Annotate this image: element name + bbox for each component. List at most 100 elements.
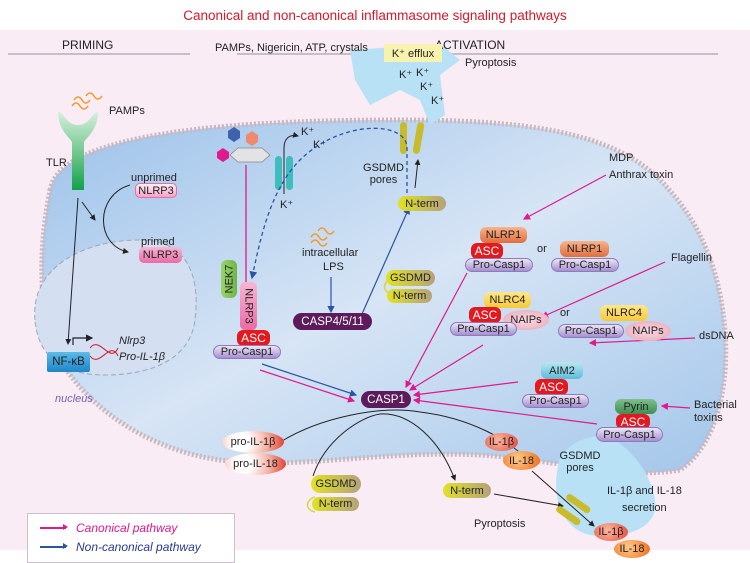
pyrin-procasp1: Pro-Casp1 (596, 427, 663, 442)
gsdmd-pore-top-icon (400, 122, 425, 154)
nlrc4-b: NLRC4 (600, 305, 648, 321)
nlrc4-a-asc: ASC (469, 307, 501, 323)
or-label-1: or (537, 243, 547, 255)
nlrp3-to-casp1-pink-arrow (259, 369, 356, 403)
pyroptosis-top-label: Pyroptosis (465, 57, 517, 69)
gene-pro-il1b: Pro-IL-1β (119, 351, 166, 363)
nterm-top: N-term (398, 196, 446, 211)
gsdmd-cleavage-arrow (312, 413, 457, 481)
lps-line2: LPS (323, 261, 344, 273)
nlrp1-b-procasp1: Pro-Casp1 (551, 258, 619, 272)
efflux-k-2: K⁺ (416, 67, 430, 79)
nterm-to-pore-low-arrow (493, 493, 564, 509)
flagellin-label: Flagellin (671, 252, 712, 264)
transcription-arrow (72, 334, 94, 345)
primed-nlrp3: NLRP3 (139, 247, 182, 263)
dsdna-label: dsDNA (699, 330, 734, 342)
nucleus-shape (34, 239, 197, 376)
aim2-procasp1: Pro-Casp1 (522, 394, 589, 408)
nterm-low: N-term (443, 483, 491, 498)
nterm-to-pore-arrow (414, 159, 421, 189)
k-efflux-box: K⁺ efflux (384, 44, 442, 62)
bacterial-toxins-arrow (660, 402, 691, 411)
efflux-k-4: K⁺ (431, 95, 445, 107)
pyrin-box: Pyrin (615, 399, 657, 414)
flagellin-arrow (540, 261, 666, 318)
nlrp3-asc: ASC (237, 330, 270, 346)
activation-header: ACTIVATION (435, 38, 506, 52)
nlrp1-a-asc: ASC (471, 243, 503, 259)
nlrc4-to-casp1-arrow (408, 344, 484, 391)
nlrc4-b-naips: NAIPs (625, 321, 671, 341)
nlrp3-box: NLRP3 (240, 282, 257, 330)
toxins-label: toxins (694, 412, 723, 424)
pyrin-to-casp1-arrow (412, 397, 598, 425)
gene-nlrp3: Nlrp3 (119, 335, 146, 347)
nek7-label: NEK7 (223, 264, 235, 294)
gsdmd-low-connector (306, 496, 316, 513)
non-canonical-arrow-icon (40, 544, 68, 549)
nlrp1-a: NLRP1 (480, 227, 527, 243)
k-efflux-arrow (283, 131, 299, 194)
tlr-to-nfkb-arrow (65, 197, 79, 345)
gsdmd-mid: GSDMD (386, 270, 435, 286)
tlr-label: TLR (46, 157, 67, 169)
nek7-box: NEK7 (221, 260, 237, 298)
nlrp1-a-procasp1: Pro-Casp1 (465, 258, 533, 272)
unprimed-nlrp3: NLRP3 (135, 183, 177, 198)
legend-canonical: Canonical pathway (40, 521, 177, 535)
nterm-low-paired: N-term (312, 497, 359, 511)
anthrax-toxin-label: Anthrax toxin (609, 169, 674, 181)
nlrc4-b-procasp1: Pro-Casp1 (558, 324, 624, 338)
nterm-mid: N-term (387, 289, 432, 303)
legend-non-canonical-label: Non-canonical pathway (76, 540, 201, 554)
lps-squiggle-icon (310, 227, 335, 247)
canonical-arrow-icon (40, 525, 68, 530)
secretion-line2: secretion (622, 502, 667, 514)
pamps-label: PAMPs (109, 105, 145, 117)
stimuli-label: PAMPs, Nigericin, ATP, crystals (215, 42, 368, 54)
nfkb-box: NF-κB (47, 352, 90, 372)
priming-arrow (103, 184, 131, 254)
gsdmd-pore-low-icon (556, 494, 591, 526)
nlrp3-procasp1: Pro-Casp1 (213, 345, 281, 359)
crystal-icons (217, 127, 271, 163)
primed-label: primed (141, 236, 175, 248)
figure-title: Canonical and non-canonical inflammasome… (183, 8, 567, 23)
diagram-canvas: PRIMING ACTIVATION PAMPs TLR unprimed NL… (0, 30, 750, 563)
legend-non-canonical: Non-canonical pathway (40, 540, 201, 554)
unprimed-label: unprimed (131, 172, 177, 184)
k-efflux-to-nlrp3-arrow (249, 127, 408, 280)
pro-il18: pro-IL-18 (225, 453, 286, 475)
priming-header: PRIMING (62, 38, 114, 52)
efflux-k-3: K⁺ (420, 81, 434, 93)
pamps-squiggle-icon (71, 92, 103, 110)
mdp-arrow (522, 174, 607, 220)
aim2-asc: ASC (535, 379, 568, 395)
gsdmd-pores-low-label: GSDMD pores (559, 450, 601, 474)
nlrc4-a-procasp1: Pro-Casp1 (450, 322, 517, 336)
gsdmd-low: GSDMD (311, 475, 361, 493)
casp4-5-11: CASP4/5/11 (293, 313, 372, 330)
k-ion-1: K⁺ (301, 126, 315, 138)
il18-mature: IL-18 (503, 451, 540, 470)
legend-canonical-label: Canonical pathway (76, 521, 178, 535)
nucleus-label: nucleus (55, 393, 93, 405)
nlrp1-to-casp1-arrow (405, 272, 468, 389)
nlrp1-b: NLRP1 (560, 241, 609, 257)
il18-secreted: IL-18 (614, 540, 650, 558)
secretion-line1: IL-1β and IL-18 (607, 485, 682, 497)
aim2-box: AIM2 (541, 362, 583, 379)
casp4-to-nterm-arrow (361, 206, 410, 315)
efflux-k-1: K⁺ (399, 69, 413, 81)
k-ion-3: K⁺ (280, 199, 294, 211)
il1b-secreted: IL-1β (594, 523, 628, 541)
nlrp3-label: NLRP3 (242, 288, 255, 324)
aim2-to-casp1-arrow (412, 381, 519, 398)
pro-il1b: pro-IL-1β (222, 431, 284, 453)
tlr-receptor-icon (58, 112, 98, 190)
bacterial-label: Bacterial (694, 399, 737, 411)
nlrp3-to-casp1-blue-arrow (261, 363, 358, 397)
il-secretion-arrow (531, 470, 595, 527)
mdp-label: MDP (609, 152, 634, 164)
